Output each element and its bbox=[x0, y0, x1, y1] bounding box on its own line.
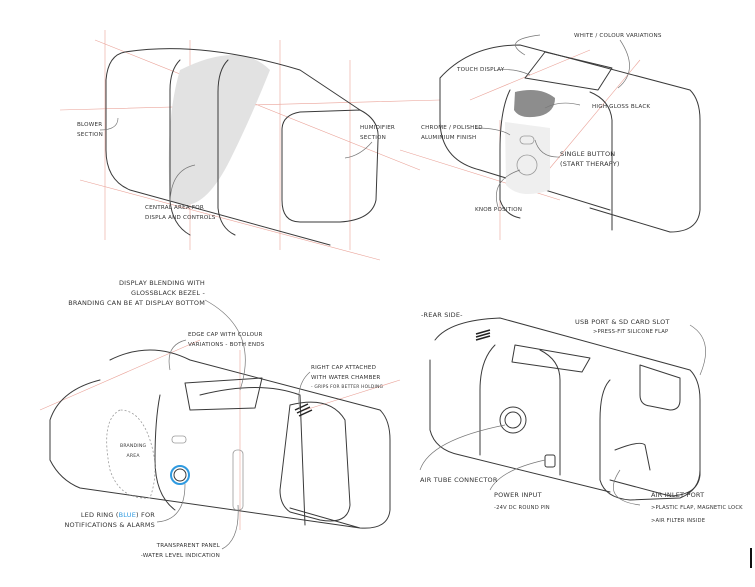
label-line: LED ring (Blue) for bbox=[64, 510, 155, 520]
sketch-top-right-device bbox=[399, 34, 701, 240]
label-line: Display blending with bbox=[118, 279, 205, 287]
label-text-blue: Blue bbox=[118, 511, 137, 519]
label-touch-display: Touch display bbox=[457, 67, 505, 73]
gloss-black-area bbox=[514, 90, 555, 118]
label-usb-port: USB port & SD card slot >press-fit silico… bbox=[575, 317, 670, 337]
sketch-bottom-left-device bbox=[39, 299, 401, 550]
label-line: Power input bbox=[494, 491, 542, 499]
label-line: Transparent panel bbox=[156, 543, 220, 549]
label-line: Branding bbox=[120, 444, 147, 449]
label-single-button: Single button (start therapy) bbox=[560, 149, 620, 169]
label-line: glossblack bezel - bbox=[131, 289, 205, 297]
label-right-cap: Right cap attached with water chamber - gr… bbox=[311, 363, 383, 393]
chrome-panel bbox=[505, 122, 550, 194]
label-display-blending: Display blending with glossblack bezel - b… bbox=[68, 278, 205, 308]
label-line: >plastic flap, magnetic lock bbox=[651, 505, 743, 511]
label-knob-position: Knob position bbox=[475, 207, 523, 213]
label-line: Edge cap with colour bbox=[188, 332, 263, 338]
label-line: displa and controls bbox=[145, 215, 216, 221]
label-text: ) for bbox=[136, 511, 155, 519]
label-line: Central area for bbox=[145, 205, 204, 211]
sketch-top-left-device bbox=[59, 30, 441, 261]
label-line: variations - both ends bbox=[188, 342, 265, 348]
label-line: branding can be at display bottom bbox=[68, 299, 205, 307]
label-line: Single button bbox=[560, 150, 616, 158]
label-air-inlet-port: Air inlet port >plastic flap, magnetic lo… bbox=[651, 489, 743, 528]
label-text: LED ring ( bbox=[80, 511, 119, 519]
label-line: -water level indication bbox=[140, 553, 220, 559]
label-led-ring: LED ring (Blue) fornotifications & alarm… bbox=[64, 510, 155, 530]
label-air-tube-connector: Air tube connector bbox=[420, 476, 498, 484]
label-line: - grips for better holding bbox=[311, 385, 384, 390]
label-high-gloss: High gloss black bbox=[592, 104, 651, 110]
label-line: notifications & alarms bbox=[64, 521, 155, 529]
label-line: (start therapy) bbox=[560, 160, 620, 168]
led-ring bbox=[170, 465, 190, 485]
label-transparent-panel: Transparent panel -water level indication bbox=[141, 541, 220, 561]
label-line: with water chamber bbox=[311, 375, 381, 381]
label-rear-side: -Rear side- bbox=[421, 311, 463, 319]
label-line: -24V DC round pin bbox=[494, 505, 550, 511]
label-power-input: Power input -24V DC round pin bbox=[494, 489, 550, 515]
label-line: Chrome / polished bbox=[421, 125, 483, 131]
label-line: Section bbox=[77, 132, 104, 138]
label-white-colour: White / colour variations bbox=[574, 33, 662, 39]
label-line: Section bbox=[360, 135, 387, 141]
label-line: Humidifier bbox=[360, 125, 396, 131]
label-blower-section: BlowerSection bbox=[77, 120, 103, 140]
label-central-area: Central area for displa and controls bbox=[145, 203, 216, 223]
label-line: Right cap attached bbox=[311, 365, 377, 371]
label-line: >air filter inside bbox=[651, 518, 706, 524]
label-branding-area: Branding area bbox=[120, 442, 146, 462]
label-line: aluminium finish bbox=[421, 135, 477, 141]
label-line: USB port & SD card slot bbox=[575, 318, 670, 326]
central-shading bbox=[168, 55, 270, 205]
label-line: >press-fit silicone flap bbox=[593, 329, 669, 335]
sketch-bottom-right-device bbox=[419, 317, 706, 506]
label-chrome-finish: Chrome / polished aluminium finish bbox=[421, 123, 483, 143]
label-humidifier-section: HumidifierSection bbox=[360, 123, 395, 143]
label-line: area bbox=[126, 454, 140, 459]
label-edge-cap: Edge cap with colour variations - both en… bbox=[188, 330, 265, 350]
text-cursor bbox=[750, 548, 752, 568]
label-line: Air inlet port bbox=[651, 491, 705, 499]
label-line: Blower bbox=[77, 122, 103, 128]
